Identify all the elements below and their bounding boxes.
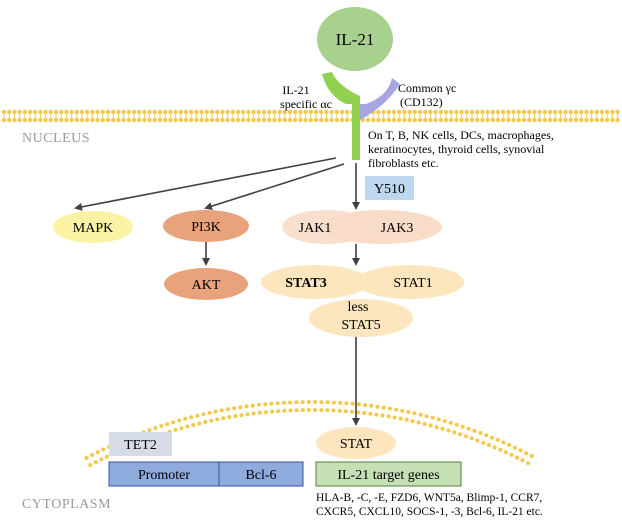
alpha-chain xyxy=(322,72,360,160)
cell-note-line-1: On T, B, NK cells, DCs, macrophages, xyxy=(368,128,554,142)
alpha-chain-label-1: IL-21 xyxy=(282,83,309,97)
nucleus-label: NUCLEUS xyxy=(22,131,90,146)
alpha-chain-label-2: specific αc xyxy=(280,97,332,111)
arrow-to-pi3k xyxy=(204,163,345,210)
y510-label: Y510 xyxy=(374,182,405,197)
bcl6-box xyxy=(218,461,304,487)
jak1-node xyxy=(282,210,370,244)
target-genes-list-line-2: CXCR5, CXCL10, SOCS-1, -3, Bcl-6, IL-21 … xyxy=(316,506,543,518)
y510-box xyxy=(365,176,414,200)
bcl6-label: Bcl-6 xyxy=(245,468,276,483)
il21-ligand-label: IL-21 xyxy=(336,30,375,49)
stat3-label: STAT3 xyxy=(285,276,327,291)
promoter-box xyxy=(108,461,220,487)
stat-label: STAT xyxy=(340,437,373,452)
tet2-label: TET2 xyxy=(124,438,157,453)
promoter-label: Promoter xyxy=(138,468,190,483)
top-membrane xyxy=(1,109,620,123)
cytoplasm-label: CYTOPLASM xyxy=(22,497,111,512)
gamma-chain-label-1: Common γc xyxy=(398,81,456,95)
bottom-membrane xyxy=(84,400,534,467)
target-genes-label: IL-21 target genes xyxy=(337,468,439,483)
target-genes-box xyxy=(315,461,462,487)
gamma-chain-label-2: (CD132) xyxy=(400,95,443,109)
arrow-to-mapk xyxy=(74,157,337,211)
tet2-box xyxy=(109,432,172,456)
stat3-node xyxy=(261,265,369,299)
gamma-chain xyxy=(360,78,400,120)
akt-label: AKT xyxy=(192,278,221,293)
stat5-label-line-1: less xyxy=(348,300,369,315)
cell-note-line-3: fibroblasts etc. xyxy=(368,156,439,170)
stat1-label: STAT1 xyxy=(393,276,432,291)
jak1-label: JAK1 xyxy=(299,221,332,236)
stat-node xyxy=(316,427,396,459)
il21-ligand xyxy=(317,7,393,71)
pi3k-label: PI3K xyxy=(191,220,221,235)
target-genes-list-line-1: HLA-B, -C, -E, FZD6, WNT5a, Blimp-1, CCR… xyxy=(316,492,542,504)
akt-node xyxy=(164,268,248,300)
mapk-node xyxy=(53,211,133,243)
stat1-node xyxy=(356,265,464,299)
pi3k-node xyxy=(163,210,249,242)
mapk-label: MAPK xyxy=(73,221,113,236)
il21-receptor xyxy=(322,72,400,160)
stat5-label-line-2: STAT5 xyxy=(341,318,380,333)
stat5-node xyxy=(309,299,413,337)
jak3-label: JAK3 xyxy=(381,221,414,236)
cell-note-line-2: keratinocytes, thyroid cells, synovial xyxy=(368,142,545,156)
